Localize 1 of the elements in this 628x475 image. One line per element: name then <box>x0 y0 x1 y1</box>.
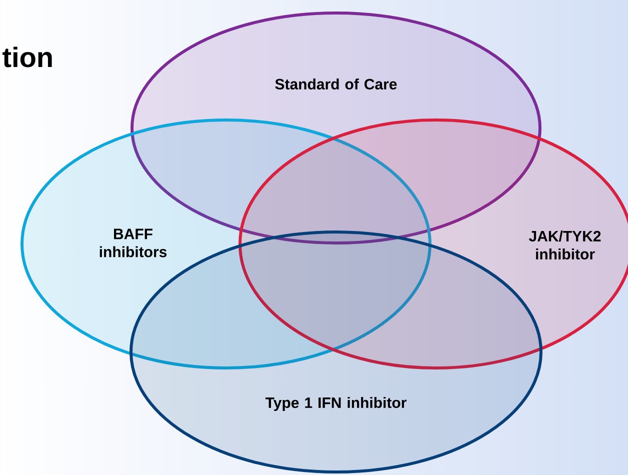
title: tion <box>2 46 52 68</box>
